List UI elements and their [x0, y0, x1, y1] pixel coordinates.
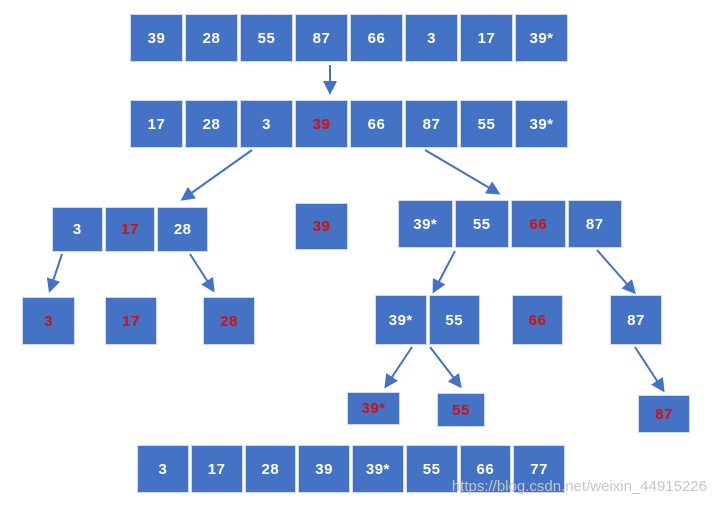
- box-87-final: 87: [638, 395, 690, 433]
- array-cell: 55: [454, 200, 509, 248]
- array-cell: 55: [240, 14, 293, 62]
- array-cell-pivot: 17: [105, 297, 157, 345]
- arrow-rightgroup-to-box87: [596, 249, 636, 295]
- array-cell-pivot: 39: [295, 203, 348, 250]
- array-cell: 3: [137, 445, 189, 493]
- array-cell: 87: [610, 295, 662, 345]
- box-55-final: 55: [437, 393, 485, 427]
- array-cell: 17: [190, 445, 243, 493]
- array-cell: 39*: [352, 445, 404, 493]
- array-cell: 55: [405, 445, 458, 493]
- box-39s-final: 39*: [347, 392, 400, 425]
- array-cell: 17: [130, 100, 183, 148]
- array-cell-pivot: 28: [203, 297, 255, 345]
- box-87: 87: [610, 295, 662, 345]
- array-cell: 28: [244, 445, 297, 493]
- array-cell: 39*: [515, 100, 568, 148]
- array-cell: 39: [130, 14, 183, 62]
- arrow-partition1-to-right-group: [424, 149, 501, 195]
- arrow-leftgroup-to-box3: [46, 253, 63, 293]
- array-cell: 28: [185, 14, 238, 62]
- arrow-rightgroup-to-pair: [432, 250, 456, 294]
- arrow-pair-to-55: [429, 346, 462, 389]
- array-cell: 28: [157, 207, 209, 252]
- pair-39s-55: 39* 55: [375, 295, 480, 345]
- arrow-pair-to-39s: [384, 346, 413, 389]
- array-cell-pivot: 66: [512, 295, 563, 345]
- array-cell: 55: [428, 295, 480, 345]
- array-cell: 28: [185, 100, 238, 148]
- array-cell: 3: [240, 100, 293, 148]
- array-cell: 3: [52, 207, 103, 252]
- box-28: 28: [203, 297, 255, 345]
- group-right-39s-55-66-87: 39* 55 66 87: [398, 200, 622, 248]
- array-initial: 39 28 55 87 66 3 17 39*: [130, 14, 568, 62]
- box-66: 66: [512, 295, 563, 345]
- array-cell: 39*: [375, 295, 427, 345]
- array-cell: 39: [298, 445, 350, 493]
- array-cell: 87: [405, 100, 458, 148]
- box-39-placed: 39: [295, 203, 348, 250]
- array-cell-pivot: 39: [295, 100, 348, 148]
- array-cell: 66: [350, 100, 403, 148]
- arrow-partition1-to-left-group: [180, 149, 253, 201]
- box-3: 3: [22, 297, 75, 345]
- array-cell-pivot: 3: [22, 297, 75, 345]
- array-sorted: 3 17 28 39 39* 55 66 77: [137, 445, 565, 493]
- array-cell-pivot: 17: [104, 207, 156, 252]
- array-cell: 55: [460, 100, 513, 148]
- array-cell-pivot: 39*: [347, 392, 400, 425]
- array-cell: 66: [350, 14, 403, 62]
- arrow-leftgroup-to-box28: [189, 253, 215, 293]
- array-cell: 3: [405, 14, 458, 62]
- array-cell: 66: [459, 445, 512, 493]
- watermark: https://blog.csdn.net/weixin_44915226: [451, 478, 707, 495]
- array-cell-pivot: 55: [437, 393, 485, 427]
- array-cell: 39*: [515, 14, 568, 62]
- group-left-3-17-28: 3 17 28: [52, 207, 209, 252]
- array-cell: 77: [513, 445, 565, 493]
- array-cell: 87: [295, 14, 348, 62]
- array-cell: 39*: [398, 200, 453, 248]
- array-cell: 87: [567, 200, 622, 248]
- array-cell: 17: [460, 14, 513, 62]
- array-cell-pivot: 66: [511, 200, 566, 248]
- arrow-box87-to-final87: [634, 346, 665, 393]
- array-cell-pivot: 87: [638, 395, 690, 433]
- box-17: 17: [105, 297, 157, 345]
- array-partition-1: 17 28 3 39 66 87 55 39*: [130, 100, 568, 148]
